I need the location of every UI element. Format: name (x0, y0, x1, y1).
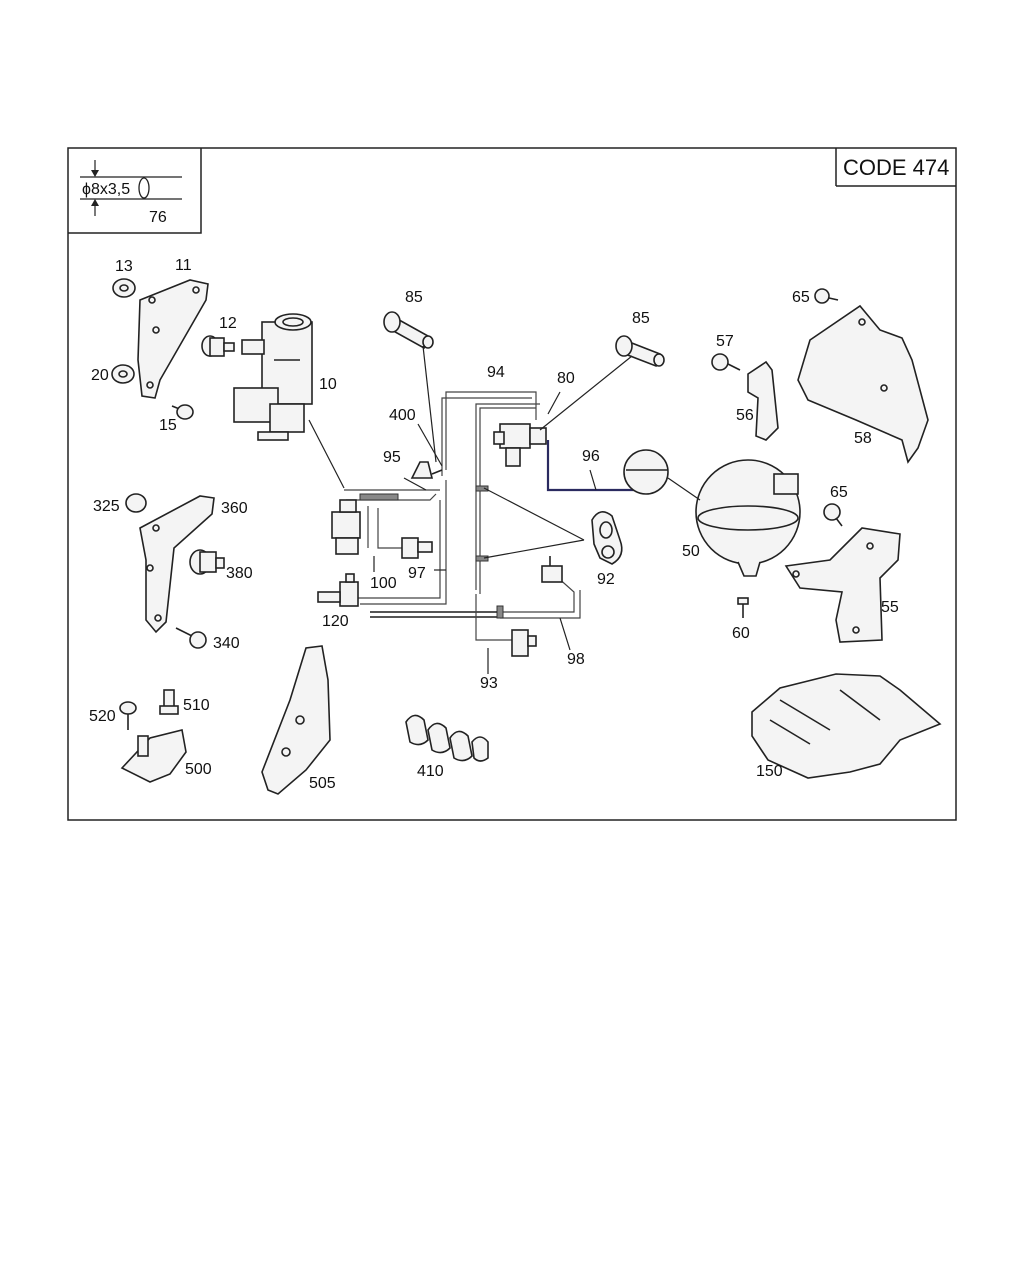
label-98: 98 (567, 651, 585, 668)
part-85-connector-a (383, 311, 434, 350)
part-58-heat-shield (797, 304, 929, 464)
part-92-clip (591, 511, 623, 565)
label-94: 94 (487, 364, 505, 381)
label-340: 340 (213, 635, 240, 652)
label-380: 380 (226, 565, 253, 582)
part-65-bolt-a (814, 288, 839, 304)
legend-dimension: ϕ8x3,5 (82, 181, 130, 198)
label-80: 80 (557, 370, 575, 387)
label-100: 100 (370, 575, 397, 592)
label-97: 97 (408, 565, 426, 582)
label-65-right: 65 (830, 484, 848, 501)
part-96-reservoir (623, 449, 669, 495)
leader-lines (308, 345, 701, 674)
part-50-vacuum-reservoir (695, 459, 801, 577)
part-85-connector-b (615, 335, 665, 368)
part-120-connector (317, 573, 359, 607)
label-325: 325 (93, 498, 120, 515)
part-56-bracket (747, 360, 779, 441)
label-85-right: 85 (632, 310, 650, 327)
label-10: 10 (319, 376, 337, 393)
part-10-pressure-converter (233, 313, 313, 441)
part-13-nut (112, 278, 136, 298)
part-95-valve (331, 499, 361, 555)
part-400-fitting (410, 461, 443, 479)
label-20: 20 (91, 367, 109, 384)
label-15: 15 (159, 417, 177, 434)
part-380-rubber-mount (189, 549, 225, 575)
label-60: 60 (732, 625, 750, 642)
label-520: 520 (89, 708, 116, 725)
label-65-top: 65 (792, 289, 810, 306)
part-65-bolt-b (823, 503, 843, 527)
part-150-cover (751, 673, 942, 779)
part-500-mount (120, 729, 187, 783)
legend-part-number: 76 (149, 209, 167, 226)
label-95: 95 (383, 449, 401, 466)
hose-size-legend: ϕ8x3,5 76 (68, 148, 202, 234)
label-410: 410 (417, 763, 444, 780)
label-50: 50 (682, 543, 700, 560)
label-150: 150 (756, 763, 783, 780)
part-410-hose-clips (405, 714, 489, 762)
part-57-screw (711, 353, 741, 371)
part-labels: 13 11 12 20 15 10 85 85 94 80 400 95 96 … (89, 257, 899, 792)
label-11: 11 (175, 257, 192, 274)
label-12: 12 (219, 315, 237, 332)
part-93-valve (511, 629, 537, 657)
label-120: 120 (322, 613, 349, 630)
label-55: 55 (881, 599, 899, 616)
label-510: 510 (183, 697, 210, 714)
label-400: 400 (389, 407, 416, 424)
part-55-bracket (784, 527, 901, 643)
label-505: 505 (309, 775, 336, 792)
part-20-nut (111, 364, 135, 384)
label-360: 360 (221, 500, 248, 517)
part-98-connector (541, 556, 563, 583)
label-93: 93 (480, 675, 498, 692)
part-15-screw (171, 404, 194, 420)
part-11-bracket (137, 279, 209, 399)
code-badge: CODE 474 (835, 148, 956, 187)
label-58: 58 (854, 430, 872, 447)
label-96: 96 (582, 448, 600, 465)
part-100-check-valve (401, 537, 433, 559)
label-13: 13 (115, 258, 133, 275)
part-340-screw (175, 627, 207, 649)
part-510-stud (159, 689, 179, 715)
label-56: 56 (736, 407, 754, 424)
part-12-grommet (201, 335, 235, 357)
part-80-valve (493, 423, 547, 467)
label-92: 92 (597, 571, 615, 588)
label-500: 500 (185, 761, 212, 778)
part-60-screw (737, 597, 749, 618)
part-325-nut (125, 493, 147, 513)
label-57: 57 (716, 333, 734, 350)
part-520-bolt (119, 701, 137, 730)
diagram-frame (67, 147, 957, 821)
label-85-left: 85 (405, 289, 423, 306)
vacuum-hose-network (344, 391, 640, 641)
code-badge-text: CODE 474 (843, 155, 949, 180)
